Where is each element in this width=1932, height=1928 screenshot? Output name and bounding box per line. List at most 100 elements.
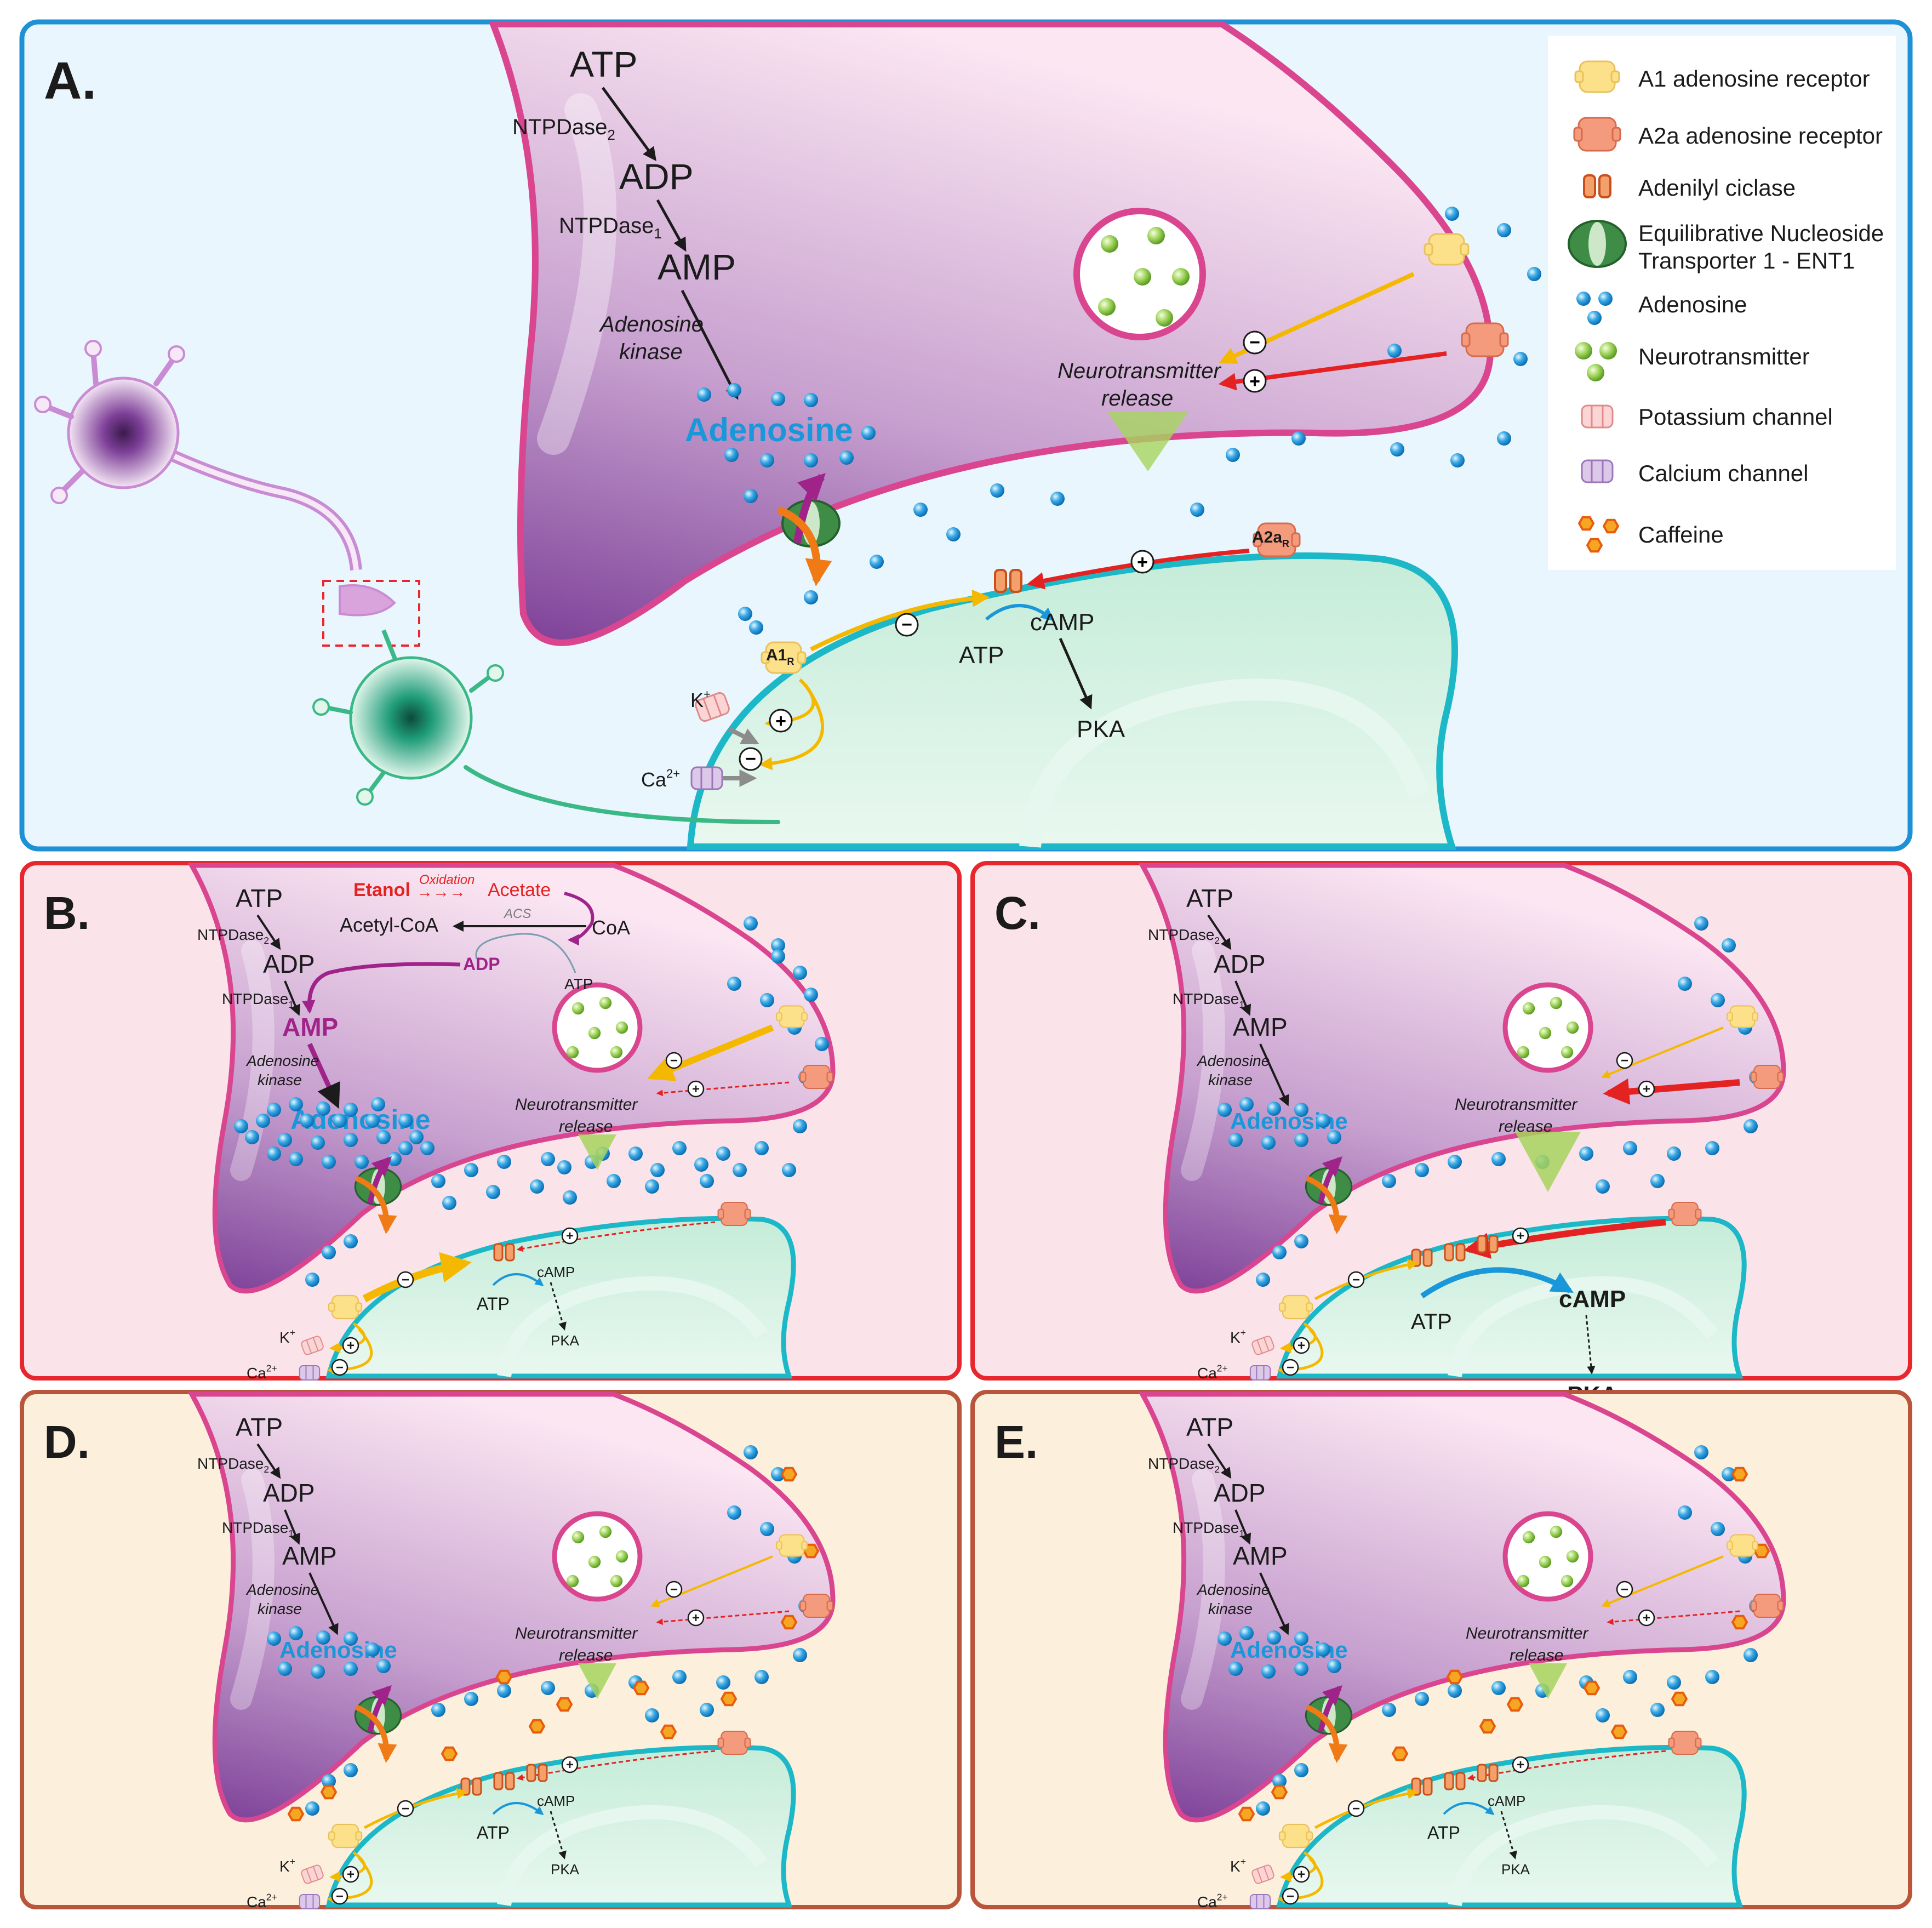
ntpdase2-label: NTPDase2 <box>1148 926 1220 946</box>
atp-label: ATP <box>570 44 637 84</box>
oxidation-arrows: →→→ <box>416 883 466 901</box>
adenosine-label: Adenosine <box>685 412 853 448</box>
atp-label: ATP <box>236 884 283 912</box>
a1-receptor-postsyn <box>1278 1823 1313 1849</box>
svg-text:−: − <box>1249 332 1260 353</box>
a1-receptor-postsyn <box>328 1294 363 1320</box>
camp-label: cAMP <box>537 1793 575 1809</box>
adp-label: ADP <box>263 950 315 978</box>
a1-adenosine-receptor-icon <box>1574 60 1620 93</box>
atp-label: ATP <box>1186 1413 1233 1441</box>
k-channel-sign-badge <box>1293 1337 1310 1354</box>
legend-label-adenosine: Adenosine <box>1638 292 1747 317</box>
presyn-inhibit-sign: − <box>670 1582 678 1597</box>
postsyn-stimulate-sign: + <box>1517 1229 1524 1243</box>
a2ar-label: A2aR <box>1252 528 1289 549</box>
legend-label-ent1-2: Transporter 1 - ENT1 <box>1638 248 1855 273</box>
k-channel-sign-badge <box>1293 1866 1310 1883</box>
adenosine-kinase-label-1: Adenosine <box>599 312 704 336</box>
ent1-transporter-icon <box>1568 220 1627 268</box>
pka-label: PKA <box>551 1332 580 1349</box>
presyn-inhibit-sign-badge <box>665 1581 683 1598</box>
a2a-receptor-presyn <box>799 1064 833 1090</box>
ntpdase2-label: NTPDase2 <box>1148 1455 1220 1475</box>
release-arrow <box>578 1663 616 1699</box>
panel-a-letter: A. <box>44 52 96 110</box>
ntpdase1-label: NTPDase1 <box>222 990 294 1010</box>
presyn-stimulate-sign-badge <box>1638 1609 1655 1627</box>
postsyn-inhibit-sign: − <box>402 1801 409 1816</box>
a1-receptor-postsyn <box>1278 1294 1313 1320</box>
a1-receptor-presyn <box>1726 1534 1759 1557</box>
svg-text:+: + <box>775 711 786 732</box>
ntpdase1-label: NTPDase1 <box>222 1519 294 1539</box>
k-channel-sign: + <box>347 1867 355 1882</box>
calcium-ion-label: Ca2+ <box>641 767 680 791</box>
release-label-1: Neurotransmitter <box>1058 359 1222 383</box>
atp-label: ATP <box>236 1413 283 1441</box>
ca-channel-sign-badge <box>1282 1359 1299 1376</box>
presynaptic-terminal <box>488 21 1494 646</box>
camp-label: cAMP <box>1488 1793 1525 1809</box>
presyn-stimulate-sign-badge <box>687 1609 705 1627</box>
ca-channel-sign-badge <box>331 1359 348 1376</box>
presyn-stimulate-sign: + <box>692 1611 700 1625</box>
legend-label-neurotransmitter: Neurotransmitter <box>1638 344 1810 369</box>
potassium-channel-icon <box>1581 404 1614 429</box>
oxidation-label: Oxidation <box>419 872 475 887</box>
svg-text:+: + <box>1249 371 1260 392</box>
release-label-1: Neurotransmitter <box>515 1096 638 1114</box>
legend-label-potassium: Potassium channel <box>1638 404 1833 430</box>
presynaptic-terminal <box>187 863 836 1294</box>
release-label-2: release <box>1510 1646 1563 1664</box>
presynaptic-terminal <box>1138 1391 1786 1823</box>
adp-label: ADP <box>263 1479 315 1507</box>
neuron-inset <box>34 340 780 824</box>
atp-substrate-label: ATP <box>959 642 1004 669</box>
panel-a-ent1 <box>776 473 841 586</box>
ca-channel-sign: − <box>336 1889 344 1904</box>
release-label-2: release <box>1101 386 1173 410</box>
calcium-ion-label: Ca2+ <box>247 1891 277 1910</box>
postsyn-stimulate-sign-badge <box>561 1227 579 1245</box>
amp-label: AMP <box>282 1013 338 1041</box>
calcium-channel <box>299 1894 321 1909</box>
ca-channel-sign: − <box>336 1360 344 1375</box>
potassium-ion-label: K+ <box>279 1856 295 1875</box>
postsyn-stimulate-sign: + <box>1517 1758 1524 1772</box>
panel-e: ATPNTPDase2ADPNTPDase1AMPAdenosinekinase… <box>970 1390 1912 1910</box>
ca-channel-sign: − <box>1287 1889 1294 1904</box>
presynaptic-terminal <box>1138 863 1786 1294</box>
atp-substrate-label: ATP <box>1411 1310 1452 1334</box>
adenosine-kinase-label-1: Adenosine <box>245 1052 319 1069</box>
pka-label: PKA <box>1501 1861 1530 1878</box>
a2a-receptor-postsyn <box>1668 1730 1702 1755</box>
pka-label: PKA <box>1077 716 1125 743</box>
presyn-inhibit-sign: − <box>1621 1053 1628 1068</box>
release-label-1: Neurotransmitter <box>515 1624 638 1642</box>
panel-a-presyn-receptors: − + <box>1218 233 1509 393</box>
a1r-label: A1R <box>766 646 794 667</box>
release-arrow <box>578 1134 616 1170</box>
legend-label-calcium: Calcium channel <box>1638 460 1809 486</box>
adp-label: ADP <box>1214 1479 1266 1507</box>
panel-letter: C. <box>994 887 1041 939</box>
legend-label-caffeine: Caffeine <box>1638 522 1724 547</box>
a1-receptor-presyn <box>775 1005 808 1028</box>
postsyn-inhibit-sign: − <box>1352 1273 1360 1287</box>
panel-c: ATPNTPDase2ADPNTPDase1AMPAdenosinekinase… <box>970 861 1912 1408</box>
panel-letter: E. <box>994 1416 1038 1468</box>
presyn-inhibit-sign-badge <box>1616 1052 1633 1069</box>
amp-label: AMP <box>658 247 736 287</box>
calcium-ion-label: Ca2+ <box>247 1362 277 1382</box>
postsyn-stimulate-sign-badge <box>1512 1756 1529 1773</box>
a2a-receptor-postsyn <box>717 1730 751 1755</box>
k-channel-sign-badge <box>342 1337 359 1354</box>
amp-label: AMP <box>282 1542 337 1570</box>
presyn-stimulate-sign: + <box>1643 1082 1650 1097</box>
atp-label: ATP <box>1186 884 1233 912</box>
a2a-receptor-presyn <box>1750 1064 1784 1090</box>
ca-channel-sign: − <box>1287 1360 1294 1375</box>
pka-label: PKA <box>551 1861 580 1878</box>
